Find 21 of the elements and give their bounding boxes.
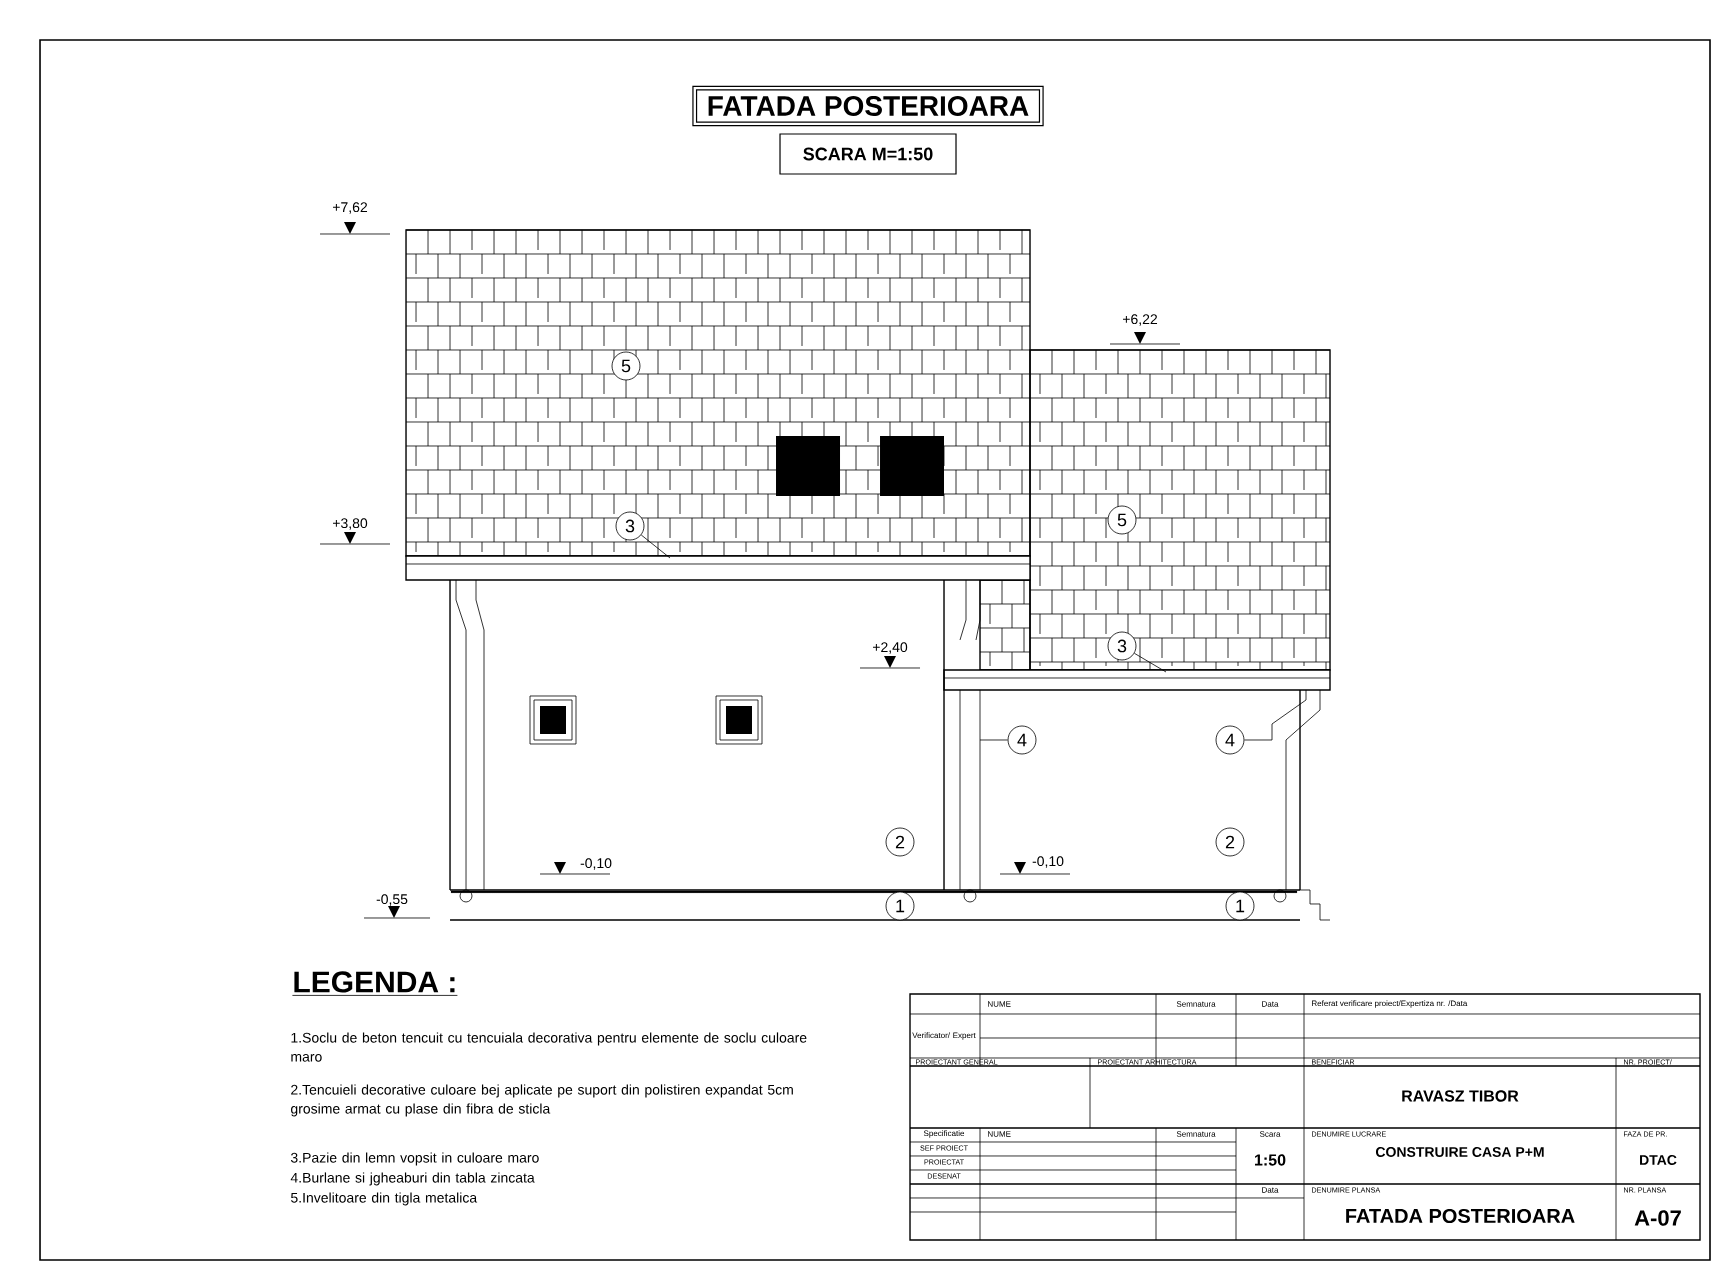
leader-line <box>979 739 1008 741</box>
title-block-text: 1:50 <box>1255 1154 1286 1166</box>
leader-line <box>640 534 671 559</box>
callout-number: 5 <box>1107 505 1137 535</box>
callout-number: 2 <box>1215 827 1245 857</box>
callout-number: 5 <box>611 351 641 381</box>
title-block-text: A-07 <box>1634 1210 1681 1226</box>
callout-number: 1 <box>885 891 915 921</box>
callout-number: 2 <box>885 827 915 857</box>
legend-heading: LEGENDA : <box>292 971 458 996</box>
callout-number: 3 <box>615 511 645 541</box>
callout-number: 1 <box>1225 891 1255 921</box>
leader-line <box>1244 739 1273 741</box>
callout-number: 3 <box>1107 631 1137 661</box>
callout-number: 4 <box>1215 725 1245 755</box>
title-box: FATADA POSTERIOARA <box>692 85 1044 127</box>
title-block-text: RAVASZ TIBOR <box>1402 1090 1519 1102</box>
leader-line <box>1134 652 1167 673</box>
title-block-text: FATADA POSTERIOARA <box>1346 1208 1575 1224</box>
callout-number: 4 <box>1007 725 1037 755</box>
scale-box: SCARA M=1:50 <box>779 133 957 175</box>
